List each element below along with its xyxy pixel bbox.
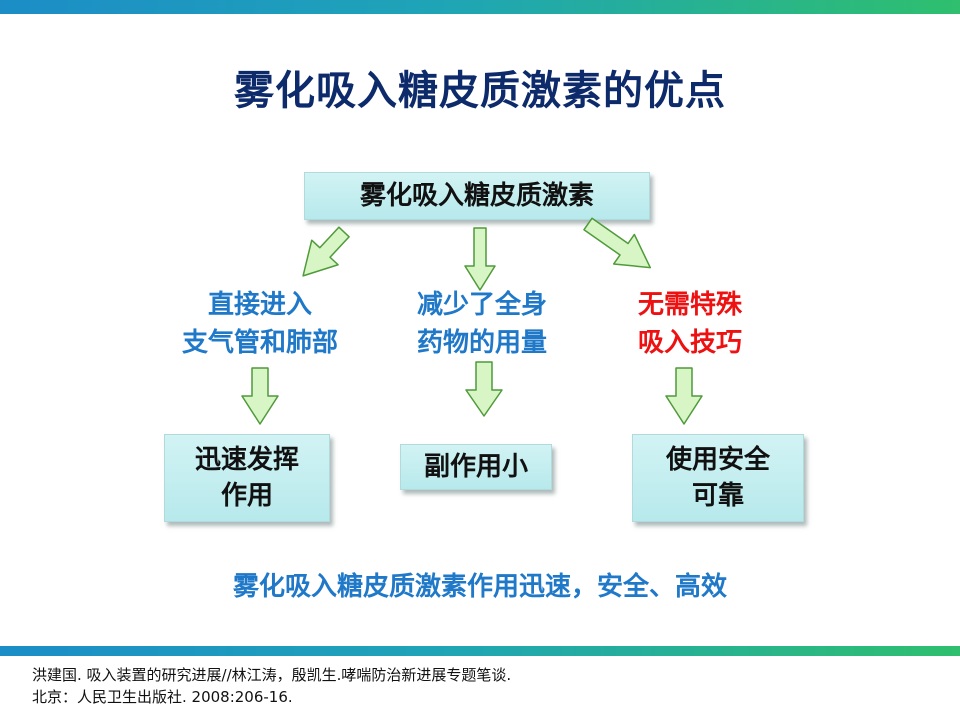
result-box-middle: 副作用小: [400, 444, 552, 490]
arrow-root-to-right: [583, 217, 652, 269]
reference-line-2: 北京：人民卫生出版社. 2008:206-16.: [32, 688, 293, 706]
root-box: 雾化吸入糖皮质激素: [304, 172, 650, 220]
bottom-accent-bar: [0, 646, 960, 656]
result-right-line2: 可靠: [691, 481, 744, 511]
result-middle-line1: 副作用小: [423, 452, 528, 482]
arrow-root-to-middle: [464, 227, 496, 291]
arrow-left-down: [241, 367, 279, 425]
reference-citation: 洪建国. 吸入装置的研究进展//林江涛，殷凯生.哮喘防治新进展专题笔谈. 北京：…: [32, 664, 511, 708]
arrow-right-down: [665, 367, 703, 425]
branch-left-text: 直接进入 支气管和肺部: [150, 286, 370, 362]
branch-left-line2: 支气管和肺部: [181, 328, 338, 358]
result-left-line2: 作用: [220, 481, 273, 511]
result-box-right: 使用安全 可靠: [632, 434, 804, 522]
result-box-left: 迅速发挥 作用: [164, 434, 330, 522]
branch-right-line1: 无需特殊: [637, 290, 742, 320]
slide-title: 雾化吸入糖皮质激素的优点: [234, 68, 726, 114]
arrow-middle-down: [465, 361, 503, 417]
top-accent-bar: [0, 0, 960, 14]
branch-right-text: 无需特殊 吸入技巧: [590, 286, 790, 362]
branch-right-line2: 吸入技巧: [637, 328, 742, 358]
arrow-root-to-left: [302, 226, 350, 277]
branch-left-line1: 直接进入: [207, 290, 312, 320]
reference-line-1: 洪建国. 吸入装置的研究进展//林江涛，殷凯生.哮喘防治新进展专题笔谈.: [32, 666, 512, 684]
result-left-line1: 迅速发挥: [194, 445, 299, 475]
root-label: 雾化吸入糖皮质激素: [359, 181, 594, 211]
summary-text: 雾化吸入糖皮质激素作用迅速，安全、高效: [232, 572, 727, 602]
branch-middle-line2: 药物的用量: [416, 328, 547, 358]
branch-middle-line1: 减少了全身: [416, 290, 547, 320]
branch-middle-text: 减少了全身 药物的用量: [372, 286, 592, 362]
result-right-line1: 使用安全: [665, 445, 770, 475]
